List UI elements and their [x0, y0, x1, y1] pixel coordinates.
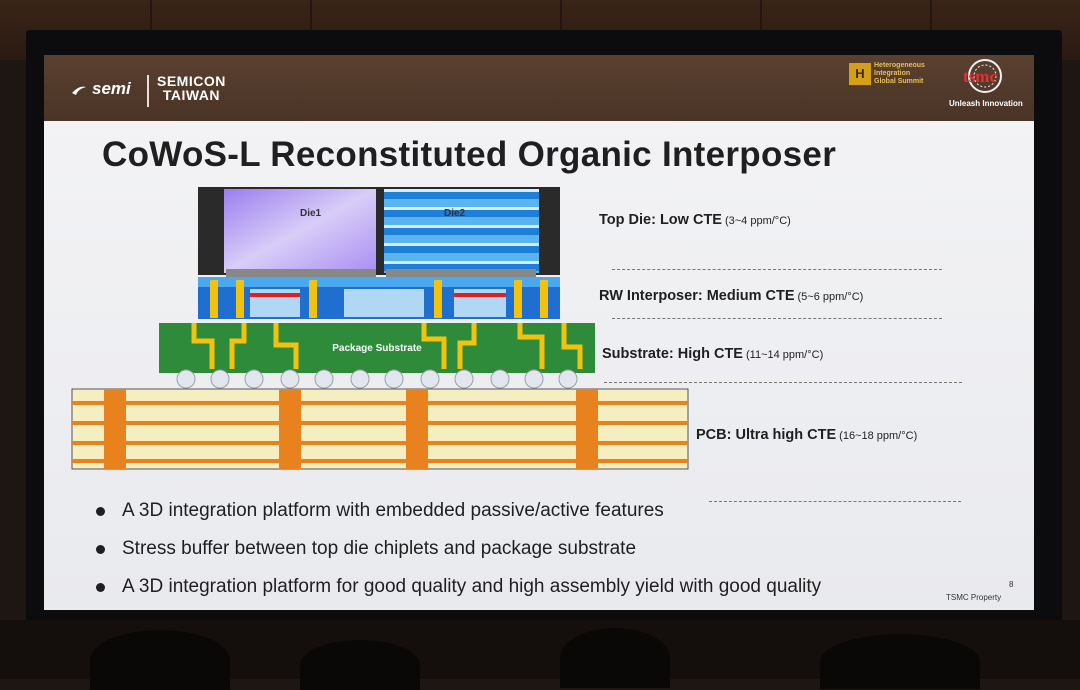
solder-ball [524, 369, 544, 389]
audience-silhouettes [0, 620, 1080, 690]
bridge-trace [454, 293, 506, 297]
interposer-via [514, 280, 522, 318]
bullet-item: A 3D integration platform for good quali… [96, 568, 821, 606]
solder-ball [210, 369, 230, 389]
substrate-cte-label: Substrate: High CTE(11~14 ppm/°C) [602, 346, 823, 362]
die1 [224, 189, 376, 273]
pcb-via [406, 389, 428, 469]
pcb-via [279, 389, 301, 469]
solder-ball [280, 369, 300, 389]
ceiling-panel [310, 0, 312, 40]
ceiling-panel [760, 0, 762, 40]
bullet-item: Stress buffer between top die chiplets a… [96, 530, 821, 568]
interposer-label: RW Interposer: Medium CTE(5~6 ppm/°C) [599, 288, 863, 304]
solder-ball [244, 369, 264, 389]
substrate-label: Package Substrate [332, 343, 422, 354]
pcb [71, 388, 689, 470]
die1-label: Die1 [300, 208, 322, 219]
interposer-via [309, 280, 317, 318]
top-die-block [198, 187, 560, 275]
top-die-label: Top Die: Low CTE(3~4 ppm/°C) [599, 212, 791, 228]
ceiling-panel [560, 0, 562, 40]
label-unit: (3~4 ppm/°C) [724, 215, 791, 227]
die2-label: Die2 [444, 208, 466, 219]
bga-balls [176, 369, 578, 389]
interposer-rdl [198, 277, 560, 287]
audience-head [300, 640, 420, 690]
audience-head [90, 630, 230, 690]
label-unit: (11~14 ppm/°C) [745, 349, 824, 361]
footer-property: TSMC Property [946, 593, 1002, 602]
solder-ball [490, 369, 510, 389]
solder-ball [350, 369, 370, 389]
solder-ball [384, 369, 404, 389]
label-main: RW Interposer: Medium CTE [599, 288, 795, 304]
bullet-text: Stress buffer between top die chiplets a… [122, 538, 637, 559]
label-unit: (16~18 ppm/°C) [839, 430, 918, 442]
bullet-text: A 3D integration platform for good quali… [122, 576, 822, 597]
pcb-layer [72, 421, 688, 425]
cowos-cross-section-diagram: Package Substrate [71, 187, 689, 470]
semi-logo-icon [72, 86, 86, 95]
pcb-layer [72, 459, 688, 463]
bullet-list: A 3D integration platform with embedded … [96, 492, 821, 606]
tsmc-logo-icon [968, 59, 1002, 93]
audience-head [820, 634, 980, 689]
label-main: Substrate: High CTE [602, 346, 743, 362]
ceiling-panel [930, 0, 932, 40]
solder-ball [420, 369, 440, 389]
package-substrate: Package Substrate [159, 323, 595, 373]
pcb-via [576, 389, 598, 469]
page-number: 8 [1009, 580, 1014, 589]
bridge-trace [250, 293, 300, 297]
label-main: PCB: Ultra high CTE [696, 427, 837, 443]
substrate-traces [191, 323, 583, 369]
dashed-divider [612, 269, 942, 270]
pcb-layer [72, 441, 688, 445]
label-main: Top Die: Low CTE [599, 212, 722, 228]
lsi-bridge [344, 289, 424, 317]
solder-ball [558, 369, 578, 389]
bullet-text: A 3D integration platform with embedded … [122, 500, 664, 521]
dashed-divider [604, 382, 962, 383]
slide-header: semi SEMICON TAIWAN H Heterogeneous Inte… [44, 55, 1034, 121]
interposer-via [540, 280, 548, 318]
solder-ball [314, 369, 334, 389]
solder-ball [454, 369, 474, 389]
label-unit: (5~6 ppm/°C) [797, 291, 864, 303]
die2 [384, 189, 539, 273]
pcb-label: PCB: Ultra high CTE(16~18 ppm/°C) [696, 427, 917, 443]
interposer-via [210, 280, 218, 318]
solder-ball [176, 369, 196, 389]
slide: semi SEMICON TAIWAN H Heterogeneous Inte… [44, 55, 1034, 610]
pcb-layer [72, 401, 688, 405]
ceiling-panel [150, 0, 152, 40]
dashed-divider [612, 318, 942, 319]
bullet-dot [96, 544, 105, 554]
pcb-via [104, 389, 126, 469]
bullet-dot [96, 506, 105, 516]
audience-head [560, 628, 670, 688]
interposer-via [434, 280, 442, 318]
interposer-via [236, 280, 244, 318]
microbump-row [386, 269, 536, 277]
microbumps [226, 269, 536, 277]
microbump-row [226, 269, 376, 277]
bullet-dot [96, 582, 105, 592]
bullet-item: A 3D integration platform with embedded … [96, 492, 821, 530]
rw-interposer [198, 277, 560, 319]
